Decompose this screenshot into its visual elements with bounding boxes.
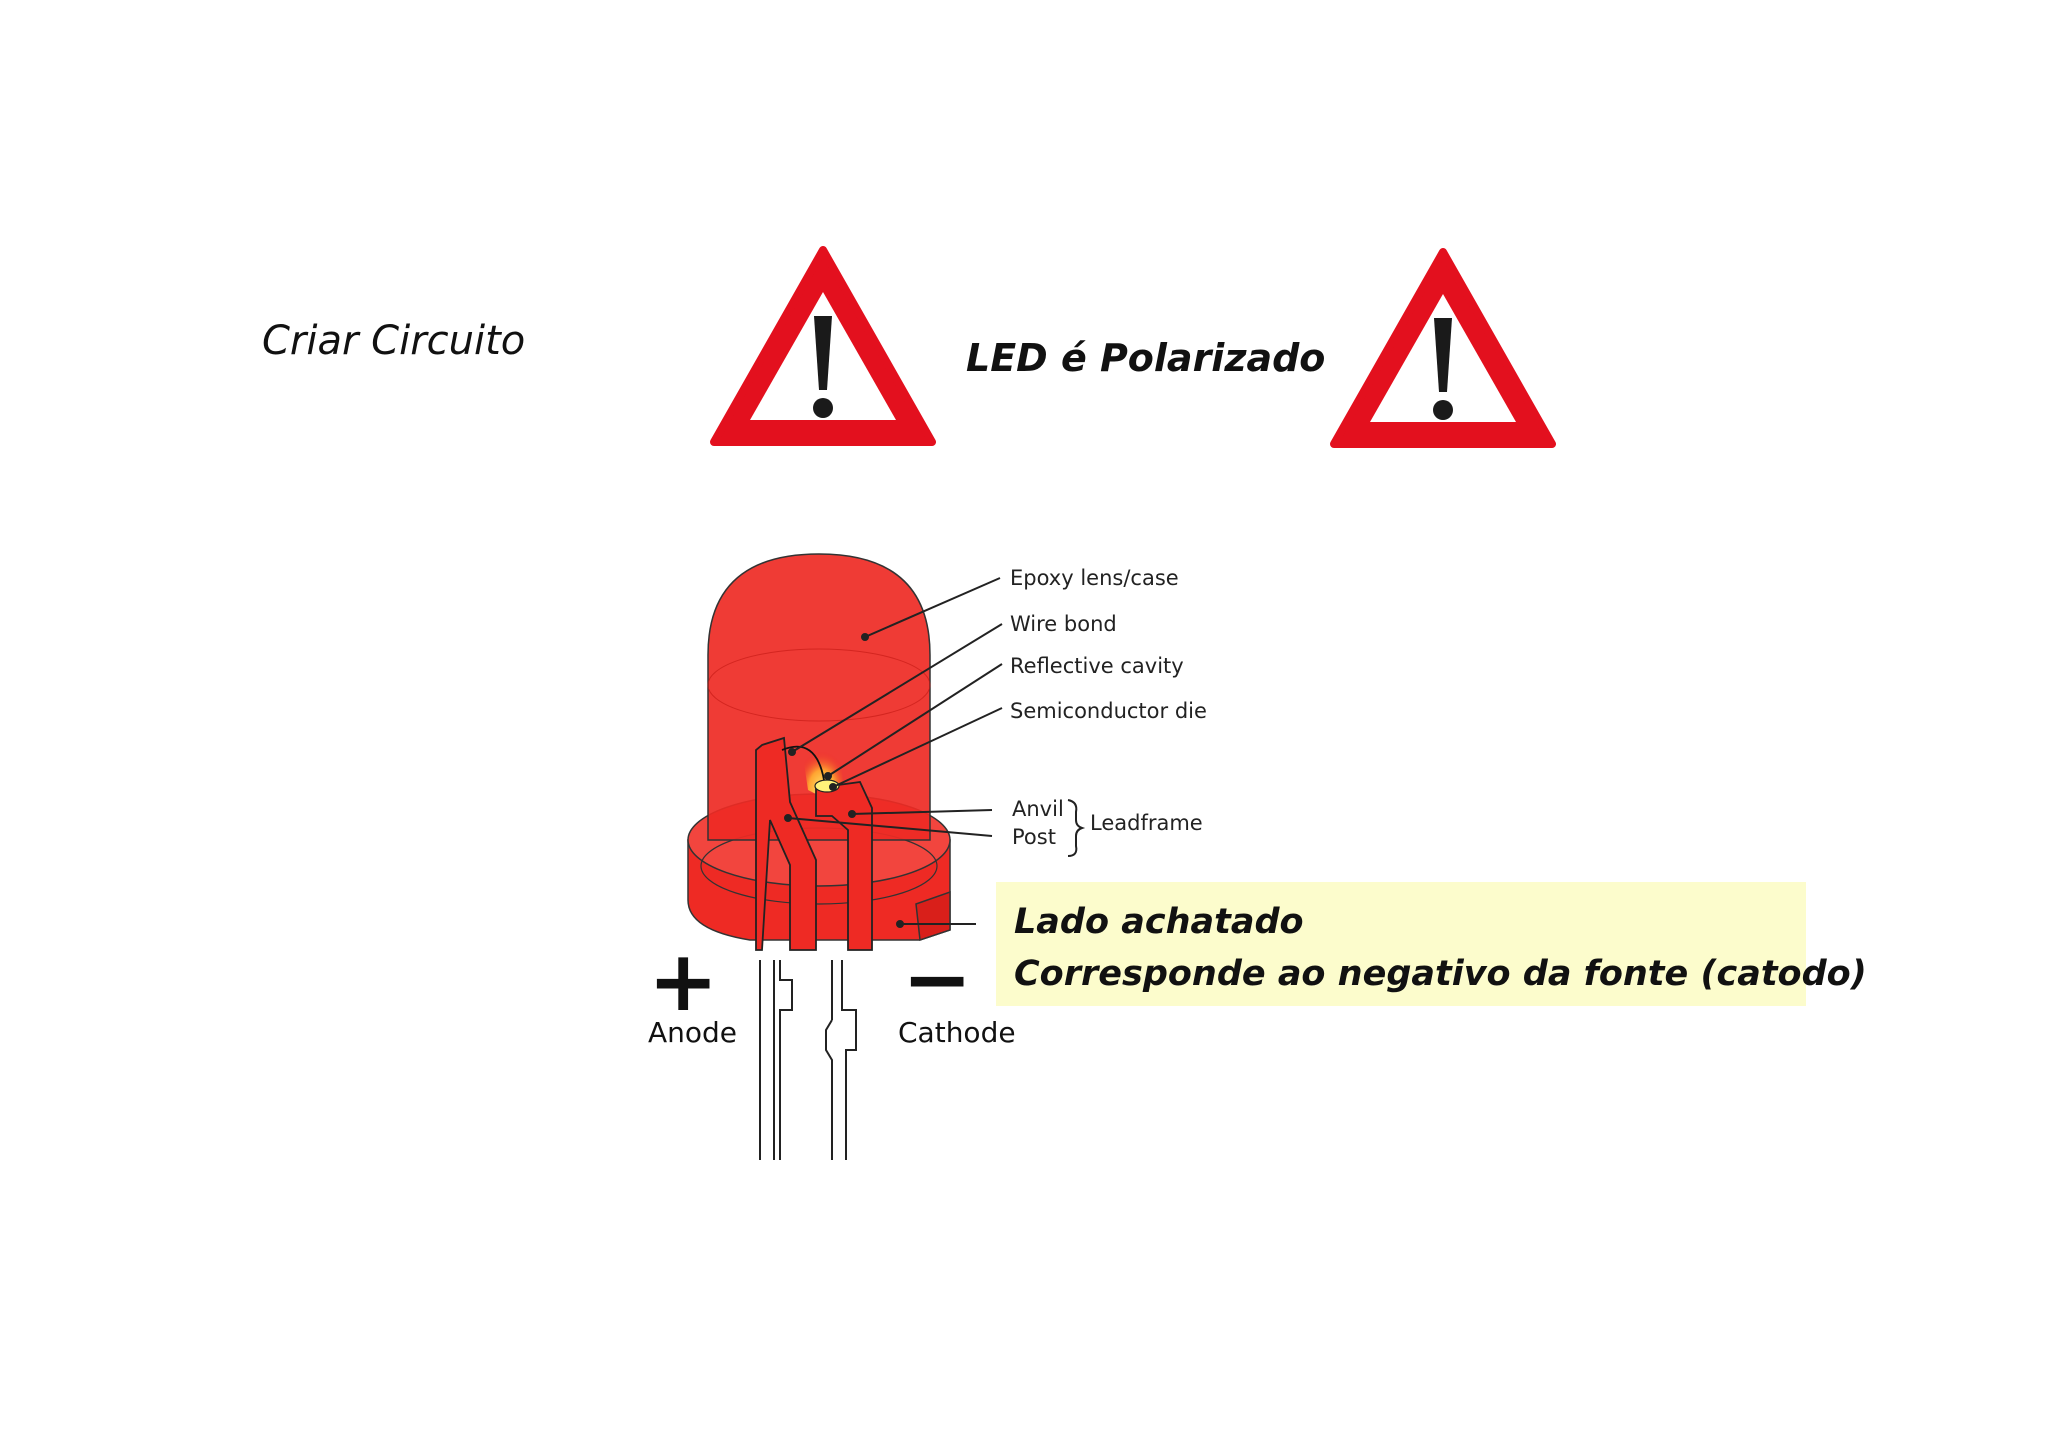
note-line-1: Lado achatado: [1014, 902, 1304, 942]
wire-bond: [781, 745, 825, 781]
plus-sign: +: [648, 932, 718, 1030]
label-epoxy: Epoxy lens/case: [1010, 566, 1179, 590]
label-semiconductor-die: Semiconductor die: [1010, 699, 1207, 723]
label-wire-bond: Wire bond: [1010, 612, 1117, 636]
leadframe-brace: [1067, 799, 1086, 857]
circuit-title: Criar Circuito: [262, 318, 526, 364]
label-reflective-cavity: Reflective cavity: [1010, 654, 1184, 678]
flat-side-note: Lado achatado Corresponde ao negativo da…: [996, 882, 1867, 1006]
warning-triangle-icon: [1330, 248, 1556, 448]
note-line-2: Corresponde ao negativo da fonte (catodo…: [1014, 954, 1867, 994]
label-anvil: Anvil: [1012, 797, 1064, 821]
post: [755, 736, 817, 951]
label-anode: Anode: [648, 1016, 737, 1049]
label-leadframe: Leadframe: [1090, 811, 1203, 835]
polarized-title: LED é Polarizado: [966, 336, 1326, 380]
label-cathode: Cathode: [898, 1016, 1016, 1049]
anode-lead: [759, 960, 793, 1160]
minus-sign: −: [902, 930, 972, 1028]
warning-triangle-icon: [710, 246, 936, 446]
label-post: Post: [1012, 825, 1056, 849]
led-anatomy-diagram: Epoxy lens/case Wire bond Reflective cav…: [648, 553, 1207, 1160]
cathode-lead: [825, 960, 857, 1160]
